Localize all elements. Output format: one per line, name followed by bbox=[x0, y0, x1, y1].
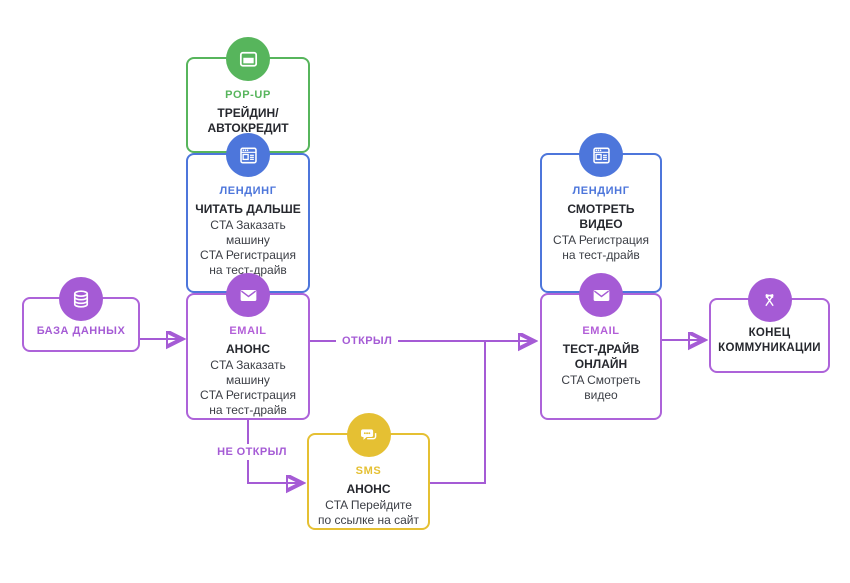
database-icon bbox=[59, 277, 103, 321]
node-sms-cta: CTA Перейдите по ссылке на сайт bbox=[317, 498, 420, 527]
node-landing-right-title: СМОТРЕТЬ ВИДЕО bbox=[567, 202, 635, 231]
node-email-right-type: EMAIL bbox=[582, 325, 620, 337]
node-email-mid-title: АНОНС bbox=[226, 342, 270, 356]
edge-sms-merge bbox=[430, 341, 486, 484]
node-sms-announce[interactable]: SMS АНОНС CTA Перейдите по ссылке на сай… bbox=[307, 413, 430, 530]
node-landing-mid-type: ЛЕНДИНГ bbox=[219, 185, 277, 197]
node-sms-type: SMS bbox=[355, 465, 382, 477]
popup-window-icon bbox=[226, 37, 270, 81]
node-popup-type: POP-UP bbox=[225, 89, 271, 101]
node-email-mid-type: EMAIL bbox=[229, 325, 267, 337]
node-landing-right-cta: CTA Регистрация на тест-драйв bbox=[553, 233, 649, 262]
node-end-label: КОНЕЦ КОММУНИКАЦИИ bbox=[718, 326, 821, 354]
edge-not-opened bbox=[247, 420, 300, 483]
node-landing-read-more[interactable]: ЛЕНДИНГ ЧИТАТЬ ДАЛЬШЕ CTA Заказать машин… bbox=[186, 133, 310, 293]
node-popup-title: ТРЕЙДИН/ АВТОКРЕДИТ bbox=[207, 106, 289, 135]
chat-bubble-icon bbox=[346, 413, 391, 457]
node-email-right-cta: CTA Смотреть видео bbox=[561, 373, 641, 402]
node-email-announce[interactable]: EMAIL АНОНС CTA Заказать машину CTA Реги… bbox=[186, 273, 310, 420]
node-landing-mid-title: ЧИТАТЬ ДАЛЬШЕ bbox=[195, 202, 301, 216]
node-database-label: БАЗА ДАННЫХ bbox=[36, 324, 126, 337]
edge-label-opened[interactable]: ОТКРЫЛ bbox=[336, 333, 399, 349]
node-landing-right-type: ЛЕНДИНГ bbox=[572, 185, 630, 197]
crossed-flags-icon bbox=[747, 278, 792, 322]
edge-label-not-opened[interactable]: НЕ ОТКРЫЛ bbox=[206, 444, 298, 460]
node-landing-mid-cta: CTA Заказать машину CTA Регистрация на т… bbox=[200, 218, 296, 277]
node-email-mid-cta: CTA Заказать машину CTA Регистрация на т… bbox=[200, 358, 296, 417]
node-end-of-communication[interactable]: КОНЕЦ КОММУНИКАЦИИ bbox=[709, 278, 830, 373]
envelope-icon bbox=[226, 273, 270, 317]
browser-icon bbox=[579, 133, 623, 177]
node-sms-title: АНОНС bbox=[346, 482, 391, 496]
node-email-test-drive[interactable]: EMAIL ТЕСТ-ДРАЙВ ОНЛАЙН CTA Смотреть вид… bbox=[540, 273, 662, 420]
envelope-icon bbox=[579, 273, 623, 317]
node-email-right-title: ТЕСТ-ДРАЙВ ОНЛАЙН bbox=[562, 342, 640, 371]
node-landing-watch-video[interactable]: ЛЕНДИНГ СМОТРЕТЬ ВИДЕО CTA Регистрация н… bbox=[540, 133, 662, 293]
node-database[interactable]: БАЗА ДАННЫХ bbox=[22, 277, 140, 352]
node-popup[interactable]: POP-UP ТРЕЙДИН/ АВТОКРЕДИТ bbox=[186, 37, 310, 153]
browser-icon bbox=[226, 133, 270, 177]
